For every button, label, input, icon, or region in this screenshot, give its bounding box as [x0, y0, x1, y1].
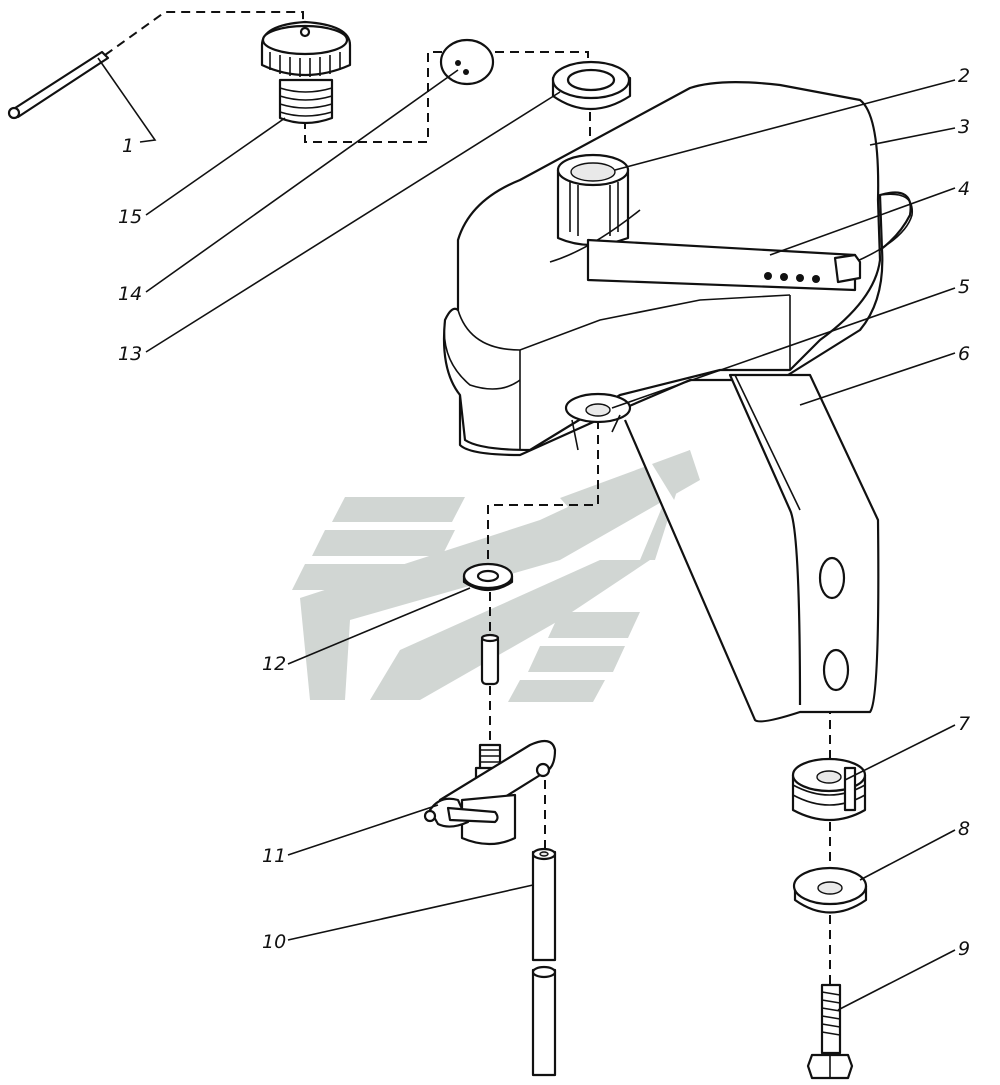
part-13-washer [551, 60, 632, 111]
callout-13: 13 [118, 343, 142, 365]
part-12-washer [462, 562, 514, 592]
part-5-outlet-port [564, 392, 632, 451]
callout-14: 14 [118, 283, 142, 305]
part-15-filler-cap [260, 20, 352, 125]
callout-10: 10 [262, 931, 286, 953]
assembly-dashed-lines [104, 11, 831, 985]
part-9-bolt [806, 983, 854, 1080]
part-7-bushing [791, 757, 867, 821]
callout-11: 11 [262, 845, 286, 867]
callout-15: 15 [118, 206, 142, 228]
callout-12: 12 [262, 653, 286, 675]
callout-5: 5 [958, 276, 970, 298]
callout-3: 3 [958, 116, 970, 138]
part-11-valve-fitting [423, 739, 557, 846]
part-10-hose [531, 847, 557, 1077]
callout-1: 1 [122, 135, 134, 157]
callout-4: 4 [958, 178, 970, 200]
part-4-gauge-strip [586, 238, 862, 292]
part-8-washer [792, 866, 868, 914]
leader-lines [97, 57, 956, 1011]
part-pin [480, 633, 500, 686]
callout-9: 9 [958, 938, 970, 960]
part-1-cotter-pin [7, 50, 110, 120]
callout-labels: 1 2 3 4 5 6 7 8 9 10 11 12 13 14 15 [118, 65, 970, 960]
callout-8: 8 [958, 818, 970, 840]
part-2-filler-neck [549, 153, 641, 263]
callout-6: 6 [958, 343, 970, 365]
part-6-mounting-bracket [623, 373, 880, 723]
callout-7: 7 [958, 713, 970, 735]
callout-2: 2 [958, 65, 970, 87]
